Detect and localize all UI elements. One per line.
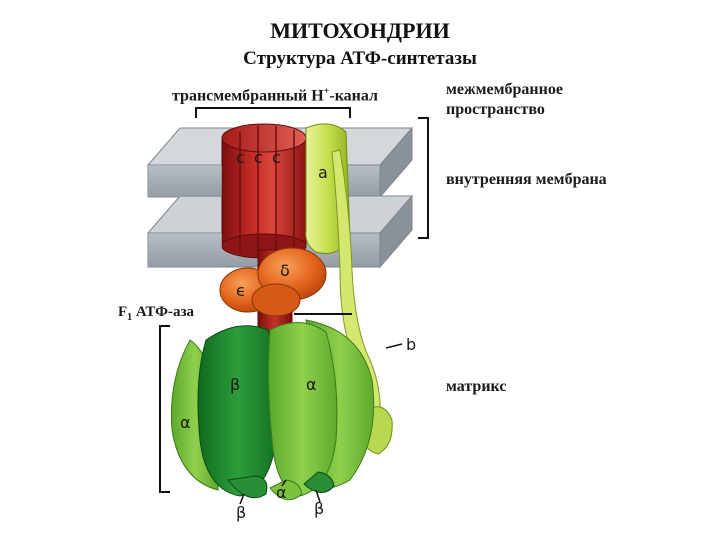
label-beta-bottom-right: β [314,499,324,518]
label-beta-left: β [230,375,240,394]
label-alpha-left: α [180,413,191,432]
label-delta: δ [280,261,290,280]
label-b: b [406,335,416,354]
label-c2: c [254,148,263,167]
label-c3: c [272,148,281,167]
c-ring [222,124,306,258]
label-alpha-mid: α [306,375,317,394]
label-c1: c [236,148,245,167]
label-beta-bottom-left: β [236,503,246,522]
label-epsilon: ϵ [236,281,246,300]
label-alpha-bottom: α [276,483,287,502]
label-a: a [318,163,328,182]
f1-head [171,320,373,500]
